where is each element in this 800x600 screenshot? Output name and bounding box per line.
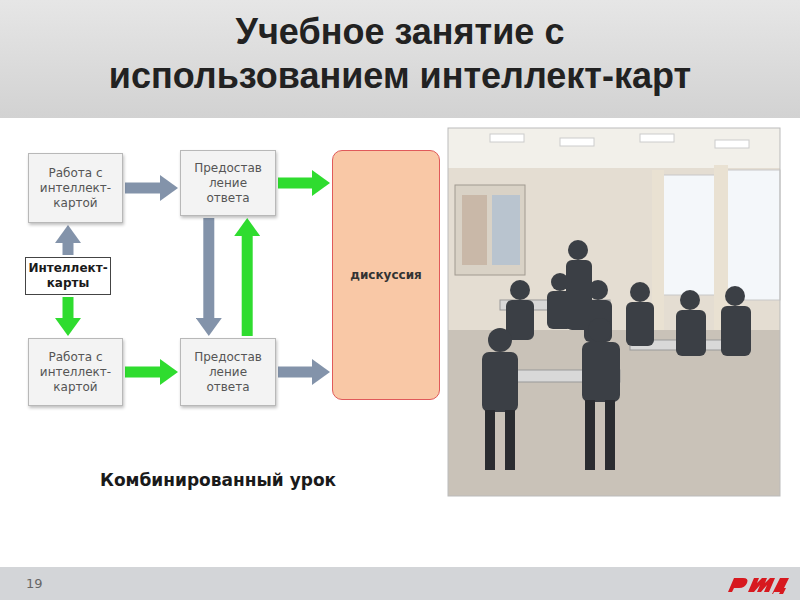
text-stack: дискуссия xyxy=(350,268,422,282)
node-text: Предостав ление ответа xyxy=(186,350,270,395)
flow-arrow xyxy=(63,243,74,255)
classroom-photo xyxy=(448,128,780,496)
flow-arrow xyxy=(203,218,214,318)
source-box: Интеллект-карты xyxy=(25,257,111,295)
header-band xyxy=(0,0,800,118)
node-text: Предостав ление ответа xyxy=(186,161,270,206)
page-number: 19 xyxy=(26,576,43,591)
discussion-block: дискуссия xyxy=(332,150,440,400)
caption: Комбинированный урок xyxy=(100,470,336,490)
text-stack: Работа с интеллект-картой xyxy=(34,166,117,211)
node-text: Интеллект-карты xyxy=(28,261,107,291)
flow-arrow xyxy=(278,178,312,189)
flow-arrow xyxy=(242,236,253,336)
flow-arrow xyxy=(125,183,160,194)
process-box: Предостав ление ответа xyxy=(180,150,276,216)
flow-arrow xyxy=(63,297,74,318)
text-stack: Предостав ление ответа xyxy=(186,161,270,206)
logo-mark xyxy=(728,578,789,594)
process-box: Работа с интеллект-картой xyxy=(28,153,123,223)
node-text: дискуссия xyxy=(350,268,422,282)
flow-arrow xyxy=(125,367,160,378)
flow-arrow xyxy=(278,367,312,378)
footer-band xyxy=(0,567,800,600)
text-stack: Работа с интеллект-картой xyxy=(34,350,117,395)
process-box: Работа с интеллект-картой xyxy=(28,338,123,406)
slide-title: Учебное занятие с использованием интелле… xyxy=(90,10,710,98)
process-box: Предостав ление ответа xyxy=(180,338,276,406)
text-stack: Интеллект-карты xyxy=(28,261,107,291)
node-text: Работа с интеллект-картой xyxy=(34,350,117,395)
node-text: Работа с интеллект-картой xyxy=(34,166,117,211)
text-stack: Предостав ление ответа xyxy=(186,350,270,395)
